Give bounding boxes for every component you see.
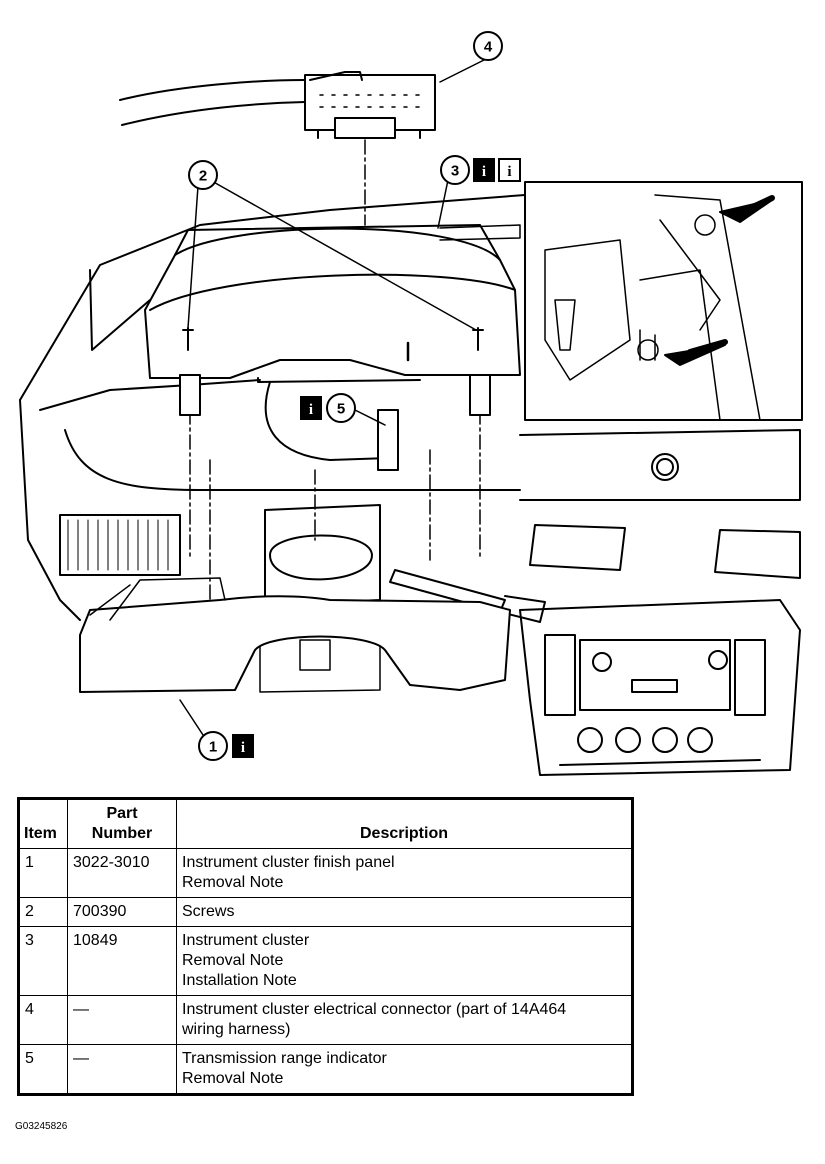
table-row: 5 — Transmission range indicator Removal… [18, 1044, 633, 1095]
svg-text:i: i [507, 164, 511, 180]
svg-text:1: 1 [209, 739, 217, 756]
part-number-cell: 3022-3010 [67, 848, 177, 898]
description-cell: Transmission range indicator Removal Not… [176, 1044, 633, 1095]
table-row: 2 700390 Screws [18, 897, 633, 927]
svg-text:i: i [241, 740, 245, 756]
svg-text:4: 4 [484, 39, 493, 56]
leader-lines [179, 57, 489, 739]
part-number-cell: — [67, 1044, 177, 1095]
column-header-item: Item [18, 798, 68, 849]
finish-panel-drawing [79, 595, 511, 693]
description-cell: Instrument cluster electrical connector … [176, 995, 633, 1045]
table-row: 1 3022-3010 Instrument cluster finish pa… [18, 848, 633, 898]
callout-3: 3 [440, 155, 470, 185]
item-cell: 4 [18, 995, 68, 1045]
instrument-cluster-drawing [144, 224, 521, 471]
callout-1: 1 [198, 731, 228, 761]
alignment-lines [189, 139, 481, 601]
info-icon: i [498, 158, 521, 182]
detail-inset [524, 181, 803, 421]
description-cell: Screws [176, 897, 633, 927]
figure-id: G03245826 [15, 1121, 68, 1132]
instrument-panel-drawing [19, 194, 801, 776]
info-icon: i [473, 158, 495, 182]
svg-text:i: i [309, 402, 313, 418]
callout-4: 4 [473, 31, 503, 61]
item-cell: 5 [18, 1044, 68, 1095]
part-number-cell: — [67, 995, 177, 1045]
table-row: 4 — Instrument cluster electrical connec… [18, 995, 633, 1045]
wiring-harness [119, 79, 306, 126]
parts-table: Item Part Number Description 1 3022-3010… [17, 797, 634, 1096]
table-header-row: Item Part Number Description [18, 798, 633, 849]
info-icon: i [300, 396, 322, 420]
table-row: 3 10849 Instrument cluster Removal Note … [18, 926, 633, 996]
svg-text:2: 2 [199, 168, 207, 185]
svg-text:5: 5 [337, 401, 345, 418]
description-cell: Instrument cluster finish panel Removal … [176, 848, 633, 898]
svg-text:i: i [482, 164, 486, 180]
part-number-cell: 10849 [67, 926, 177, 996]
connector-drawing [304, 71, 436, 139]
svg-text:3: 3 [451, 163, 459, 180]
part-number-cell: 700390 [67, 897, 177, 927]
item-cell: 3 [18, 926, 68, 996]
callout-5: 5 [326, 393, 356, 423]
exploded-view-diagram: 4 2 3 i i i 5 1 i [19, 31, 803, 776]
callout-2: 2 [188, 160, 218, 190]
item-cell: 1 [18, 848, 68, 898]
description-cell: Instrument cluster Removal Note Installa… [176, 926, 633, 996]
column-header-description: Description [176, 798, 633, 849]
item-cell: 2 [18, 897, 68, 927]
info-icon: i [232, 734, 254, 758]
column-header-part-number: Part Number [67, 798, 177, 849]
